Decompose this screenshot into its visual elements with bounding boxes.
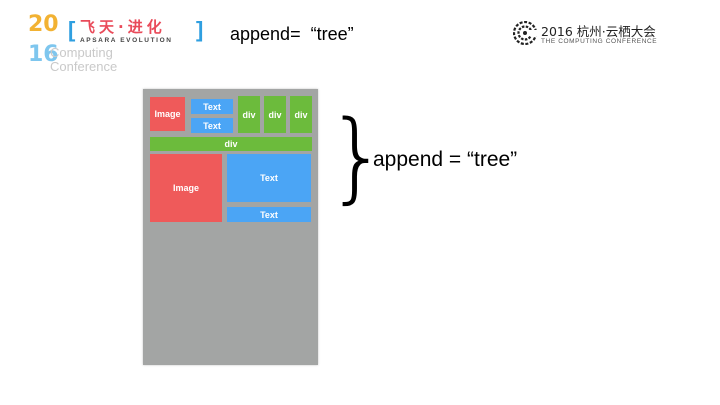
computing-conference-logo: 2016 杭州·云栖大会 THE COMPUTING CONFERENCE [513,21,663,49]
phone-mockup: Image Text Text div div div div Image Te… [143,89,318,365]
logo-year-bottom: 16 [28,42,59,67]
text-block-small: Text [227,207,311,222]
div-block-3: div [290,96,312,133]
bracket-right-icon: ] [196,17,204,42]
div-block-1: div [238,96,260,133]
conference-cn: 2016 杭州·云栖大会 [541,24,656,39]
brand-box: [ 飞天·进化 APSARA EVOLUTION ] [68,17,204,45]
brand-cn: 飞天·进化 [80,18,166,36]
div-bar-block: div [150,137,312,151]
brand-en: APSARA EVOLUTION [80,37,173,44]
text-block-big: Text [227,154,311,202]
image-block-bottom: Image [150,154,222,222]
logo-sub-computing: Computing [50,45,113,60]
div-block-2: div [264,96,286,133]
bracket-left-icon: [ [68,17,76,42]
image-block-top: Image [150,97,185,131]
conference-en: THE COMPUTING CONFERENCE [541,38,658,45]
apsara-logo: 20 16 [ 飞天·进化 APSARA EVOLUTION ] Computi… [28,12,203,76]
text-block-top-2: Text [191,118,233,133]
conference-mark-icon [513,21,537,45]
logo-year-top: 20 [28,12,59,37]
slide-title: append= “tree” [230,24,354,44]
text-block-top-1: Text [191,99,233,114]
annotation-text: append = “tree” [373,148,518,171]
curly-brace-icon: } [326,100,389,214]
logo-sub-conference: Conference [50,59,118,74]
